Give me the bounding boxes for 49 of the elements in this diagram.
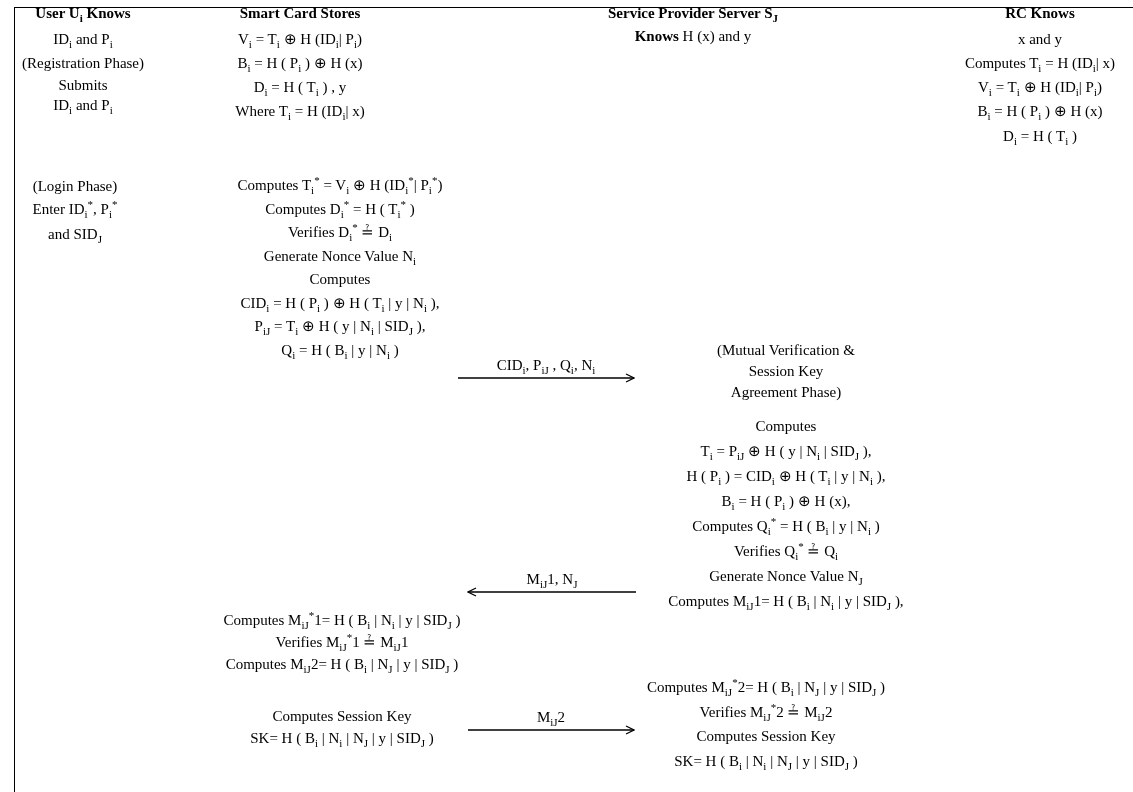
column-heading: RC Knows xyxy=(1005,4,1075,22)
column-heading: Smart Card Stores xyxy=(239,4,361,22)
protocol-text: B$_{i}$ = H ( P$_{i}$ ) ⊕ H (x) xyxy=(237,54,363,72)
protocol-text: D$_{i}$ = H ( T$_{i}$ ) xyxy=(1003,127,1077,145)
protocol-step-text: SK= H ( B$_{i}$ | N$_{i}$ | N$_{J}$ | y | SID$_{J}$ ) xyxy=(249,729,435,751)
protocol-step-text: Computes D$_{i}$$^{*}$ = H ( T$_{i}$$^{*}$ ) xyxy=(264,199,416,222)
protocol-step-text: Verifies M$_{iJ}$$^{*}$2 ≟ M$_{iJ}$2 xyxy=(698,702,834,725)
protocol-text: and SID$_{J}$ xyxy=(48,225,102,243)
protocol-text: Where T$_{i}$ = H (ID$_{i}$| x) xyxy=(235,102,365,120)
protocol-step-text: Q$_{i}$ = H ( B$_{i}$ | y | N$_{i}$ ) xyxy=(280,340,400,363)
protocol-step-text: H ( P$_{i}$ ) = CID$_{i}$ ⊕ H ( T$_{i}$ | y | N$_{i}$ ), xyxy=(685,467,887,489)
protocol-text: B$_{i}$ = H ( P$_{i}$ ) ⊕ H (x) xyxy=(977,102,1103,120)
protocol-step-text: P$_{iJ}$ = T$_{i}$ ⊕ H ( y | N$_{i}$ | SID$_{J}$ ), xyxy=(253,317,427,339)
arrow xyxy=(457,373,635,383)
protocol-text: x and y xyxy=(1017,30,1063,48)
protocol-step-text: Verifies D$_{i}$$^{*}$ ≟ D$_{i}$ xyxy=(286,223,394,245)
protocol-step-text: Computes M$_{iJ}$$^{*}$2= H ( B$_{i}$ | N$_{J}$ | y | SID$_{J}$ ) xyxy=(645,678,887,700)
arrow xyxy=(467,725,635,735)
protocol-text: ID$_{i}$ and P$_{i}$ xyxy=(53,30,113,48)
protocol-step-text: Computes Session Key xyxy=(695,727,837,746)
protocol-step-text: Computes xyxy=(308,270,372,289)
protocol-text: (Registration Phase) xyxy=(21,54,145,72)
protocol-step-text: (Mutual Verification & Session Key Agreement Phase) xyxy=(716,341,856,402)
protocol-step-text: Verifies Q$_{i}$$^{*}$ ≟ Q$_{i}$ xyxy=(732,542,840,564)
protocol-text: V$_{i}$ = T$_{i}$ ⊕ H (ID$_{i}$| P$_{i}$) xyxy=(238,30,362,48)
protocol-step-text: Generate Nonce Value N$_{i}$ xyxy=(262,246,418,269)
protocol-step-text: CID$_{i}$ = H ( P$_{i}$ ) ⊕ H ( T$_{i}$ | y | N$_{i}$ ), xyxy=(239,293,441,316)
column-heading: Service Provider Server S$_{J}$ xyxy=(608,4,778,22)
protocol-text: (Login Phase) xyxy=(32,177,118,195)
protocol-step-text: Computes T$_{i}$$^{*}$ = V$_{i}$ ⊕ H (ID$_{i}$$^{*}$| P$_{i}$$^{*}$) xyxy=(236,176,444,198)
protocol-step-text: T$_{i}$ = P$_{iJ}$ ⊕ H ( y | N$_{i}$ | SID$_{J}$ ), xyxy=(699,442,873,464)
arrow xyxy=(467,587,637,597)
protocol-step-text: Computes M$_{iJ}$1= H ( B$_{i}$ | N$_{i}$ | y | SID$_{J}$ ), xyxy=(667,592,905,614)
protocol-step-text: Computes Session Key xyxy=(271,707,413,726)
protocol-step-text: SK= H ( B$_{i}$ | N$_{i}$ | N$_{J}$ | y | SID$_{J}$ ) xyxy=(673,751,859,774)
protocol-step-text: B$_{i}$ = H ( P$_{i}$ ) ⊕ H (x), xyxy=(720,492,852,514)
protocol-text: Computes T$_{i}$ = H (ID$_{i}$| x) xyxy=(964,54,1116,72)
protocol-step-text: Computes xyxy=(754,417,818,436)
protocol-text: ID$_{i}$ and P$_{i}$ xyxy=(53,96,113,114)
protocol-step-text: Generate Nonce Value N$_{J}$ xyxy=(708,567,864,589)
protocol-step-text: Computes M$_{iJ}$2= H ( B$_{i}$ | N$_{J}$ | y | SID$_{J}$ ) xyxy=(224,655,460,677)
protocol-text: Submits xyxy=(58,76,108,94)
protocol-text: D$_{i}$ = H ( T$_{i}$ ) , y xyxy=(253,78,347,96)
protocol-step-text: Verifies M$_{iJ}$$^{*}$1 ≟ M$_{iJ}$1 xyxy=(274,633,410,655)
protocol-text: V$_{i}$ = T$_{i}$ ⊕ H (ID$_{i}$| P$_{i}$) xyxy=(978,78,1102,96)
protocol-text: Knows H (x) and y xyxy=(634,27,752,45)
protocol-step-text: Computes M$_{iJ}$$^{*}$1= H ( B$_{i}$ | N$_{i}$ | y | SID$_{J}$ ) xyxy=(222,611,462,633)
column-heading: User U$_{i}$ Knows xyxy=(35,4,131,22)
protocol-step-text: Computes Q$_{i}$$^{*}$ = H ( B$_{i}$ | y | N$_{i}$ ) xyxy=(691,517,881,539)
